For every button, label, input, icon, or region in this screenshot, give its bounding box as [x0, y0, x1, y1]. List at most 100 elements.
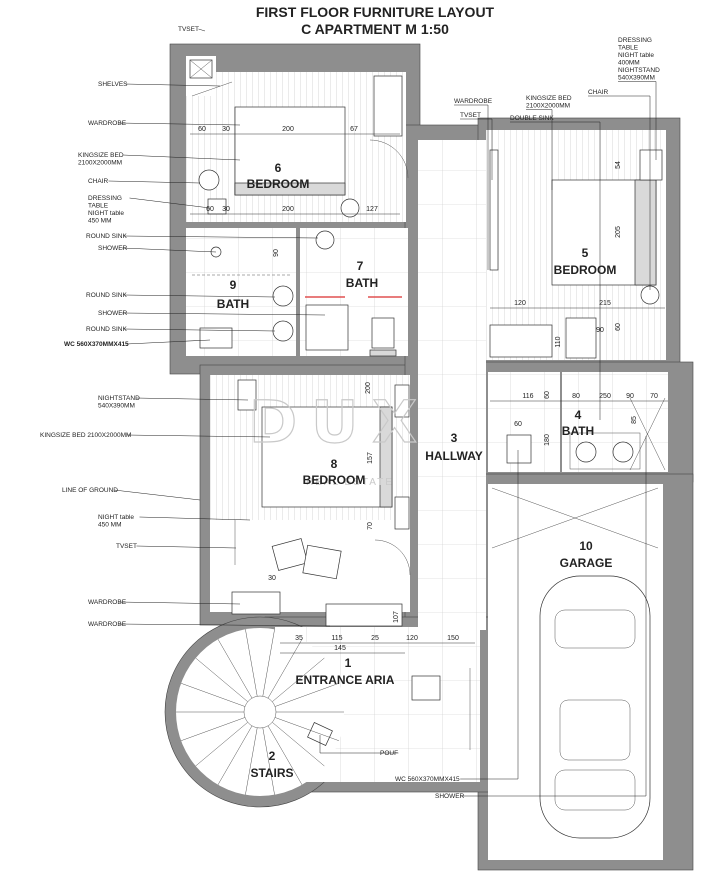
callout-text: WARDROBE — [454, 98, 493, 105]
callout-text: TVSET — [460, 112, 481, 119]
callout-doublesink_5: DOUBLE SINK — [510, 115, 601, 420]
leader-line — [123, 294, 276, 298]
dimension-label: 60 — [198, 126, 206, 133]
stair-tread — [272, 722, 325, 767]
dimension-label: 70 — [650, 393, 658, 400]
callout-text: NIGHT table — [98, 514, 134, 521]
callout-text: 540X390MM — [618, 75, 655, 82]
callout-text: NIGHTSTAND — [618, 67, 660, 74]
room-labels: 6 BEDROOM 9 BATH 7 BATH 8 BEDROOM 3 HALL… — [217, 161, 617, 780]
room-name-4: BATH — [562, 424, 594, 438]
callout-text: NIGHT table — [618, 52, 654, 59]
stair-tread — [217, 725, 253, 785]
leader-line — [139, 516, 251, 521]
callout-text: NIGHTSTAND — [98, 395, 140, 402]
furniture — [189, 59, 666, 839]
callout-wc_4: WC 560X370MMX415 — [395, 450, 519, 783]
leader-line — [121, 312, 326, 316]
leader-line — [588, 95, 651, 290]
stair-tread — [262, 727, 275, 795]
room-name-2: STAIRS — [250, 766, 293, 780]
room-name-8: BEDROOM — [303, 473, 366, 487]
callout-wc_9: WC 560X370MMX415 — [64, 339, 211, 348]
callout-text: 2100X2000MM — [526, 103, 570, 110]
dimension-label: 90 — [596, 327, 604, 334]
dimension-label: 60 — [514, 421, 522, 428]
callout-text: ROUND SINK — [86, 326, 127, 333]
room-name-7: BATH — [346, 276, 378, 290]
leader-line — [198, 28, 206, 32]
room-number-8: 8 — [331, 457, 338, 471]
callout-wardrobe_5: WARDROBE — [454, 98, 493, 270]
callout-text: 400MM — [618, 60, 640, 67]
callout-text: NIGHT table — [88, 210, 124, 217]
callout-roundsink_9b: ROUND SINK — [86, 326, 276, 333]
callout-tvset_5: TVSET — [460, 112, 493, 180]
room-name-5: BEDROOM — [554, 263, 617, 277]
room-number-2: 2 — [269, 749, 276, 763]
stair-tread — [180, 683, 246, 707]
callout-text: KINGSIZE BED 2100X2000MM — [40, 432, 131, 439]
dimension-label: 200 — [282, 126, 294, 133]
callout-text: WARDROBE — [88, 599, 127, 606]
leader-line — [126, 434, 271, 438]
room-number-3: 3 — [451, 431, 458, 445]
room-number-9: 9 — [230, 278, 237, 292]
leader-line — [129, 197, 211, 209]
callout-roundsink_7: ROUND SINK — [86, 233, 319, 240]
room-number-1: 1 — [345, 656, 352, 670]
stair-tread — [267, 639, 303, 699]
dimension-label: 116 — [522, 393, 533, 400]
leader-line — [126, 339, 211, 345]
dimension-label: 120 — [514, 300, 526, 307]
leader-line — [526, 109, 553, 190]
leader-line — [122, 154, 241, 161]
leader-line — [118, 601, 241, 605]
leader-line — [510, 121, 601, 420]
callout-tvset_8: TVSET — [116, 543, 237, 550]
leader-line — [319, 735, 399, 754]
dimension-label: 70 — [367, 522, 374, 530]
callout-text: TVSET — [116, 543, 137, 550]
callout-text: ROUND SINK — [86, 292, 127, 299]
callout-text: 540X390MM — [98, 403, 135, 410]
callout-wardrobe_8a: WARDROBE — [88, 599, 241, 606]
dimension-label: 90 — [626, 393, 634, 400]
dimension-label: 115 — [331, 635, 342, 642]
callout-text: DRESSING — [618, 37, 652, 44]
stair-tread — [195, 657, 248, 702]
dimension-label: 180 — [544, 434, 551, 446]
callout-text: WARDROBE — [88, 120, 127, 127]
dimension-label: 25 — [371, 635, 379, 642]
room-name-9: BATH — [217, 297, 249, 311]
dimension-label: 127 — [366, 206, 378, 213]
leader-line — [460, 436, 647, 797]
dimension-label: 205 — [615, 226, 622, 238]
room-name-10: GARAGE — [560, 556, 613, 570]
callout-chair_5: CHAIR — [588, 89, 651, 290]
leader-line — [460, 118, 493, 180]
callout-text: SHELVES — [98, 81, 128, 88]
leader-line — [460, 450, 519, 780]
room-name-6: BEDROOM — [247, 177, 310, 191]
leader-line — [618, 81, 657, 160]
dimension-label: 200 — [282, 206, 294, 213]
callout-chair_6: CHAIR — [88, 178, 201, 185]
callout-text: WARDROBE — [88, 621, 127, 628]
callout-shelves: SHELVES — [98, 81, 221, 88]
leader-line — [454, 104, 489, 270]
callout-wardrobe_8b: WARDROBE — [88, 621, 331, 628]
stair-tread — [274, 717, 340, 741]
stair-tread — [272, 657, 325, 702]
dimension-label: 35 — [295, 635, 303, 642]
callout-shower_9b: SHOWER — [98, 310, 326, 317]
leader-line — [123, 235, 319, 239]
dimension-label: 80 — [572, 393, 580, 400]
callout-text: DOUBLE SINK — [510, 115, 554, 122]
